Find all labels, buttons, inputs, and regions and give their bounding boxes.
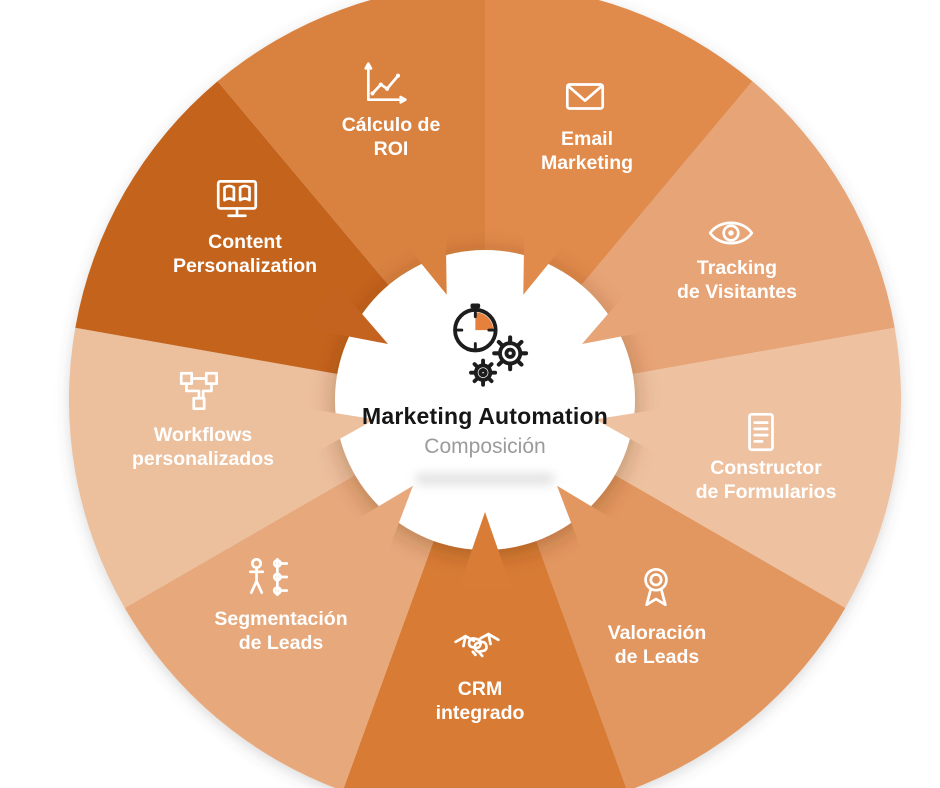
label-line: Cálculo de (341, 114, 441, 137)
workflow-icon (175, 367, 225, 417)
envelope-icon (560, 72, 610, 122)
diagram-subtitle: Composición (424, 435, 546, 458)
label-line: Constructor (710, 457, 822, 480)
watermark-smudge (415, 473, 555, 485)
segment-tip-constructor-de-formularios (595, 406, 675, 459)
segment-tip-segmentacion-de-leads (343, 485, 413, 562)
segment-tip-crm-integrado (458, 512, 512, 589)
label-line: Email (560, 128, 614, 151)
label-line: Content (208, 231, 282, 254)
label-line: CRM (457, 678, 503, 701)
label-line: de Visitantes (677, 281, 797, 303)
segment-wedge-crm-integrado (343, 400, 627, 788)
eye-icon (706, 208, 756, 258)
label-line: Marketing (540, 152, 634, 174)
segment-tip-calculo-de-roi (395, 214, 447, 295)
segment-tip-valoracion-de-leads (557, 485, 627, 562)
form-icon (736, 407, 786, 457)
label-line: de Leads (238, 632, 324, 654)
label-line: Personalization (172, 255, 318, 277)
label-line: Workflows (153, 424, 253, 447)
segment-tip-email-marketing (523, 214, 575, 295)
label-line: de Formularios (695, 481, 837, 503)
segmentation-icon (243, 552, 293, 602)
content-icon (212, 173, 262, 223)
label-line: Valoración (607, 622, 707, 645)
segment-tip-content-personalization (308, 283, 388, 344)
label-line: ROI (373, 138, 409, 160)
label-line: personalizados (132, 448, 274, 470)
center-content: Marketing Automation Composición (325, 299, 645, 485)
award-icon (631, 561, 681, 611)
label-line: de Leads (614, 646, 700, 668)
clock-gears-icon (427, 299, 543, 401)
segment-tip-workflows-personalizados (295, 406, 375, 459)
center-disc (335, 250, 635, 550)
segment-tip-tracking-de-visitantes (582, 283, 662, 344)
label-line: Segmentación (214, 608, 348, 631)
handshake-icon (452, 620, 502, 670)
label-line: integrado (435, 702, 525, 724)
diagram-title: Marketing Automation (362, 403, 608, 429)
roi-chart-icon (360, 58, 410, 108)
label-line: Tracking (696, 257, 778, 280)
